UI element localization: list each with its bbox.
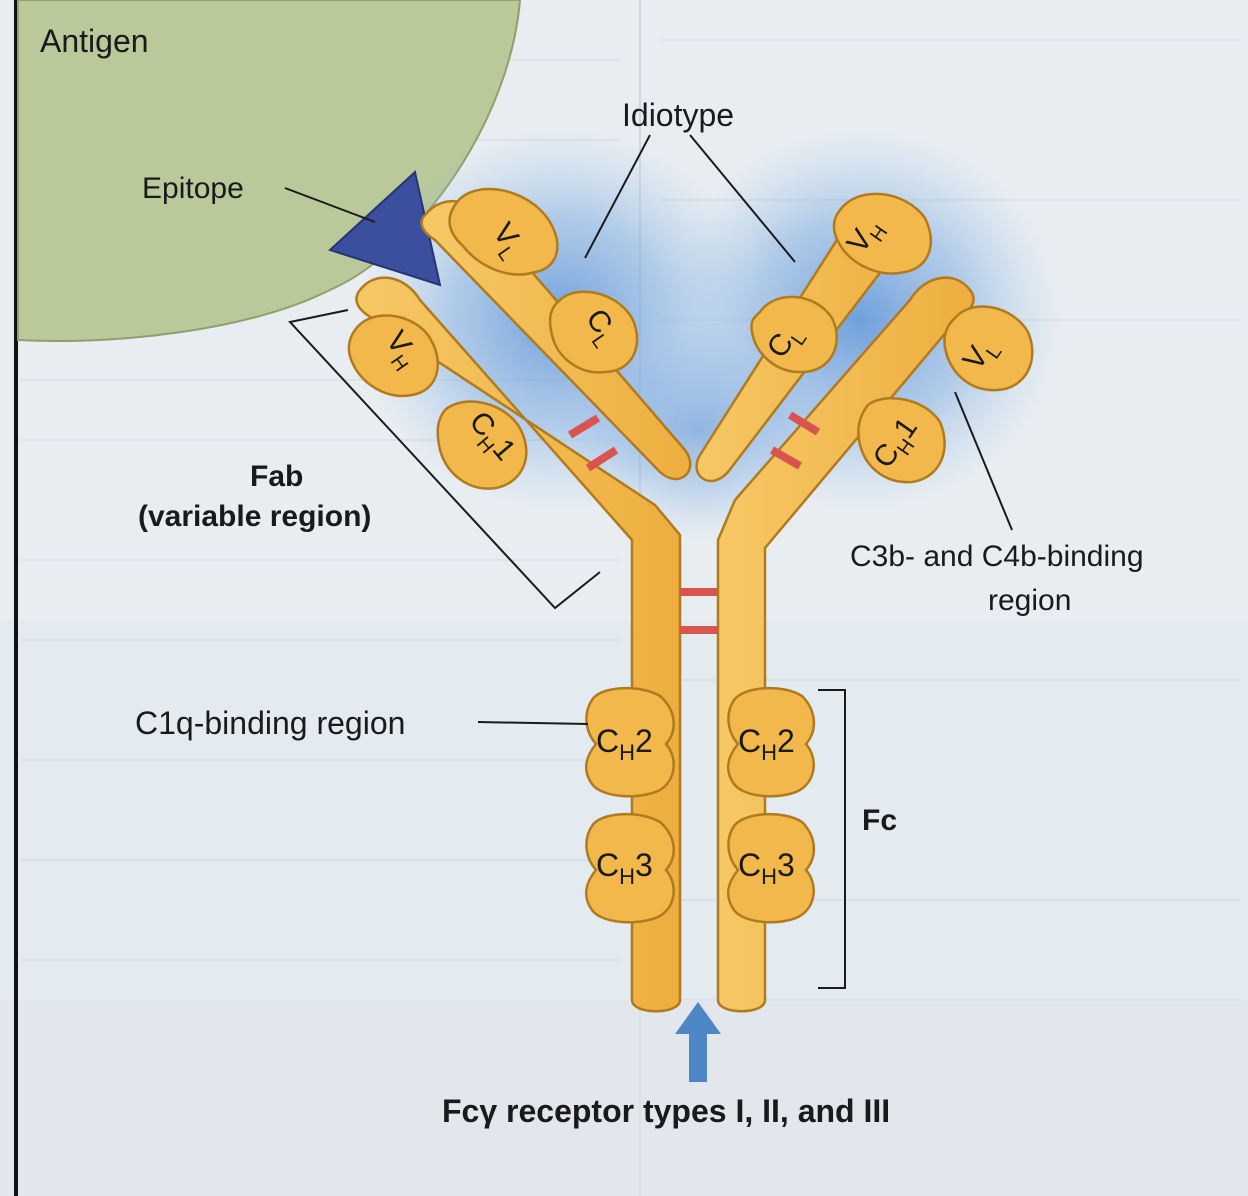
fab-sublabel: (variable region) [138,500,371,533]
receptor-label: Fcγ receptor types I, II, and III [442,1093,890,1129]
antigen-label: Antigen [40,23,149,59]
epitope-label: Epitope [142,172,244,205]
idiotype-label: Idiotype [622,97,734,133]
fc-label: Fc [862,804,897,837]
c3b-label: C3b- and C4b-binding [850,540,1144,573]
c3b-sublabel: region [988,584,1071,617]
c1q-label: C1q-binding region [135,705,405,741]
fab-label: Fab [250,460,303,493]
